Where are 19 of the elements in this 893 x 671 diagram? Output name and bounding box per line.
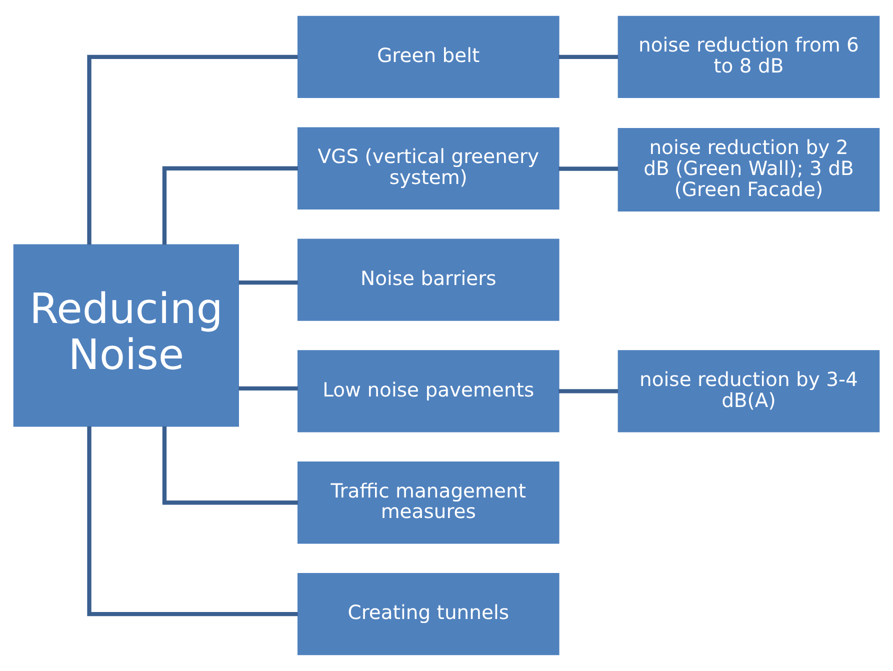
node-box: Low noise pavements xyxy=(297,350,560,432)
connector xyxy=(238,280,298,285)
node-box: Reducing Noise xyxy=(13,244,239,427)
connector xyxy=(558,389,618,394)
connector xyxy=(162,166,298,245)
connector xyxy=(558,166,618,171)
node-box: Traffic management measures xyxy=(297,462,560,544)
node-box: Green belt xyxy=(297,16,560,98)
node-box: noise reduction from 6 to 8 dB xyxy=(618,16,880,98)
node-box: Creating tunnels xyxy=(297,572,560,656)
connector xyxy=(162,426,298,505)
connector xyxy=(238,386,298,391)
node-box: Noise barriers xyxy=(297,238,560,321)
node-box: noise reduction by 2 dB (Green Wall); 3 dB (Green Facade) xyxy=(618,128,880,212)
connector xyxy=(87,54,298,245)
connector xyxy=(87,426,298,616)
node-box: noise reduction by 3-4 dB(A) xyxy=(618,350,880,432)
node-box: VGS (vertical greenery system) xyxy=(297,127,560,210)
connector xyxy=(558,54,618,60)
